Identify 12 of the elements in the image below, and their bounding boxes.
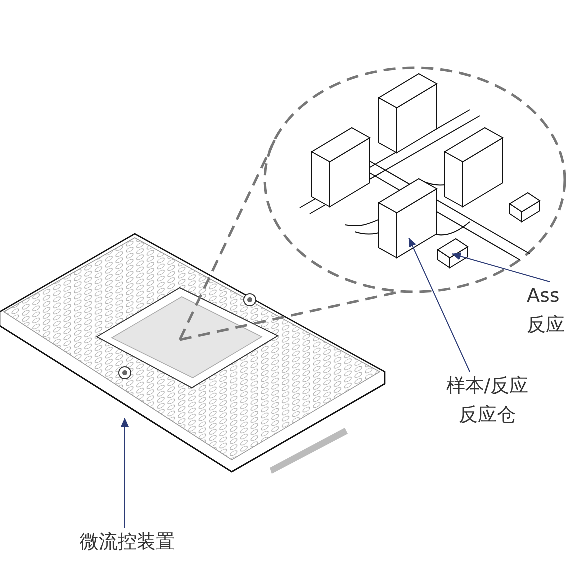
callout-label: 反应仓 [458,402,517,428]
callout-label: 反应 [527,312,566,338]
chamber-drawing [378,178,438,259]
leader-line [121,418,129,528]
callout-label: 微流控装置 [79,530,176,555]
chamber-drawing [437,238,469,269]
leader-line [452,252,550,282]
magnification-line [178,139,276,341]
leader-line [408,238,470,372]
callout-label: Ass [527,284,561,309]
callout-label: 样本/反应 [445,374,530,399]
microfluidic-chip-drawing [0,233,386,474]
